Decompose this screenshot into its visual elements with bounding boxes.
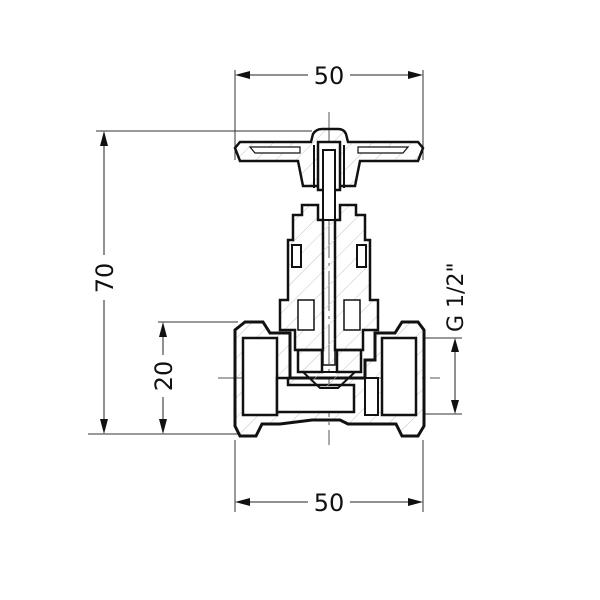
top-width-label: 50 (314, 62, 345, 90)
body-height-dimension: 20 (150, 321, 238, 434)
thread-label: G 1/2" (444, 262, 469, 332)
gate-wedge (296, 348, 363, 389)
body-height-label: 20 (150, 361, 178, 392)
stem (322, 219, 336, 366)
total-height-dimension: 70 (88, 130, 312, 435)
total-height-label: 70 (91, 263, 119, 294)
top-width-dimension: 50 (234, 62, 424, 160)
bottom-width-dimension: 50 (234, 440, 424, 517)
stem-nut (313, 140, 345, 221)
bonnet (278, 203, 380, 352)
thread-dimension: G 1/2" (425, 262, 469, 415)
bottom-width-label: 50 (314, 489, 345, 517)
